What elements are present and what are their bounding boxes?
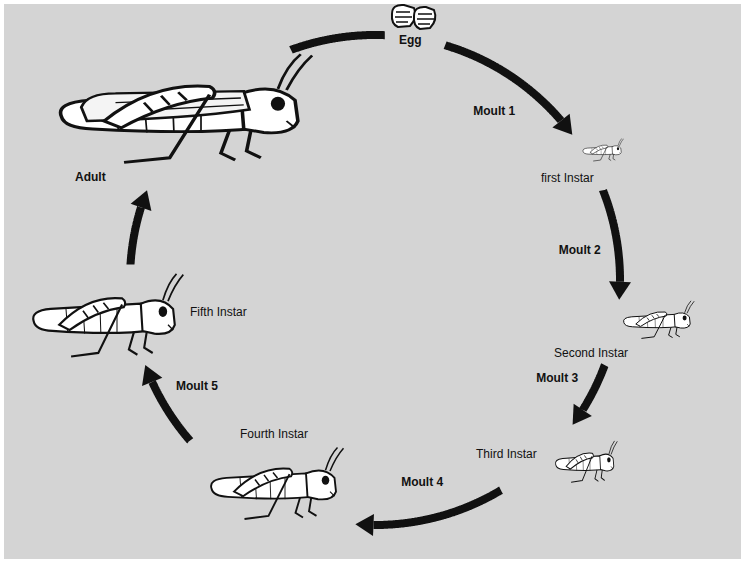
arrow-head (609, 281, 631, 300)
stage-label: Third Instar (476, 447, 537, 461)
arrow-shaft (374, 490, 501, 525)
stage-node: first Instar (535, 135, 630, 190)
arrow-shaft (131, 207, 142, 264)
moult-arrow (355, 490, 501, 536)
moult-label: Moult 1 (470, 103, 518, 119)
stage-node: Fourth Instar (190, 425, 355, 525)
first-instar-figure (583, 138, 624, 161)
stage-label: Fourth Instar (240, 427, 308, 441)
stage-label: Fifth Instar (190, 305, 247, 319)
stage-node: Egg (385, 2, 445, 50)
moult-label: Moult 3 (533, 370, 581, 386)
moult-arrow (291, 35, 385, 50)
egg-pod-lines (417, 14, 434, 24)
arrow-shaft (583, 365, 605, 410)
moult-arrow (131, 190, 152, 264)
arrow-shaft (445, 45, 561, 120)
stage-node: Second Instar (548, 300, 698, 365)
stage-label: Second Instar (554, 346, 628, 360)
second-instar-figure (624, 301, 695, 339)
arrow-head (552, 114, 572, 135)
stage-label: first Instar (541, 171, 594, 185)
stage-node: Fifth Instar (12, 265, 272, 365)
fourth-instar-figure (211, 448, 343, 519)
arrow-shaft (603, 190, 620, 282)
fifth-instar-figure (33, 274, 183, 357)
arrow-head (573, 404, 592, 425)
stage-node: Adult (25, 50, 320, 190)
egg-pod (392, 5, 415, 27)
stage-node: Third Instar (470, 425, 620, 490)
moult-arrow (603, 190, 631, 300)
egg-pods (392, 5, 435, 29)
arrow-head (142, 365, 162, 386)
egg-pod (414, 7, 435, 29)
adult-figure (61, 54, 313, 162)
moult-arrow (445, 45, 572, 135)
moult-arrow (142, 365, 190, 440)
stage-label: Egg (399, 33, 422, 47)
arrow-shaft (291, 35, 385, 50)
stage-label: Adult (75, 170, 106, 184)
third-instar-figure (556, 441, 618, 482)
arrow-head (355, 514, 374, 536)
moult-label: Moult 2 (556, 242, 604, 258)
panel-ground (4, 4, 741, 559)
moult-label: Moult 4 (398, 474, 446, 490)
arrow-head (131, 190, 152, 211)
egg-pod-lines (395, 12, 412, 22)
moult-label: Moult 5 (173, 378, 221, 394)
